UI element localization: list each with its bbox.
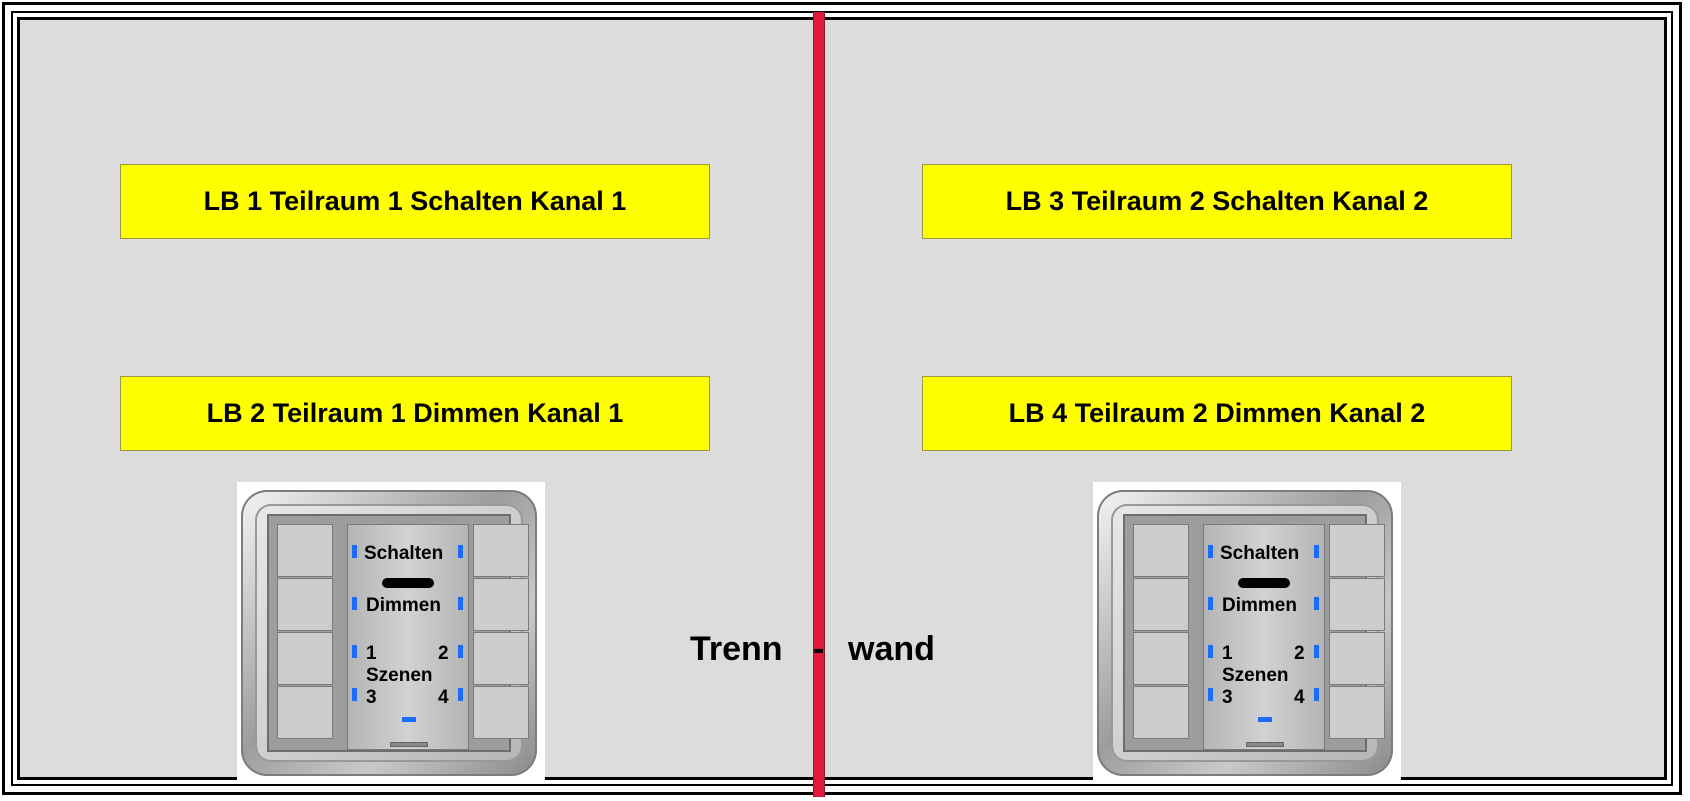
switch-center-panel: Schalten Dimmen 1 2 Szenen 3 4 — [347, 524, 469, 750]
switch-text-szenen: Szenen — [1222, 665, 1289, 686]
switch-text-dimmen: Dimmen — [366, 595, 441, 616]
ir-sensor-icon — [1238, 578, 1290, 588]
switch-key-right-3[interactable] — [1329, 632, 1385, 685]
led-icon — [352, 688, 357, 701]
led-icon — [458, 688, 463, 701]
push-button-switch-left: Schalten Dimmen 1 2 Szenen 3 4 — [237, 482, 545, 780]
switch-key-left-3[interactable] — [1133, 632, 1189, 685]
label-lb3-text: LB 3 Teilraum 2 Schalten Kanal 2 — [1005, 186, 1429, 216]
switch-text-2: 2 — [1294, 643, 1305, 664]
switch-frame: Schalten Dimmen 1 2 Szenen 3 4 — [241, 490, 537, 776]
label-lb3: LB 3 Teilraum 2 Schalten Kanal 2 — [922, 164, 1512, 239]
switch-ring: Schalten Dimmen 1 2 Szenen 3 4 — [255, 504, 529, 762]
push-button-switch-right: Schalten Dimmen 1 2 Szenen 3 4 — [1093, 482, 1401, 780]
switch-key-right-4[interactable] — [473, 686, 529, 739]
switch-key-right-1[interactable] — [1329, 524, 1385, 577]
label-lb4-text: LB 4 Teilraum 2 Dimmen Kanal 2 — [1008, 398, 1426, 428]
led-icon — [1208, 688, 1213, 701]
switch-text-schalten: Schalten — [364, 543, 444, 564]
led-icon — [1208, 645, 1213, 658]
wall-text-left: Trenn — [690, 630, 783, 668]
ir-sensor-icon — [382, 578, 434, 588]
switch-plate: Schalten Dimmen 1 2 Szenen 3 4 — [1123, 514, 1385, 752]
switch-frame: Schalten Dimmen 1 2 Szenen 3 4 — [1097, 490, 1393, 776]
switch-key-right-1[interactable] — [473, 524, 529, 577]
led-icon — [1314, 545, 1319, 558]
led-icon — [1258, 717, 1272, 722]
switch-text-2: 2 — [438, 643, 449, 664]
switch-key-left-1[interactable] — [277, 524, 333, 577]
switch-key-left-3[interactable] — [277, 632, 333, 685]
led-icon — [1314, 688, 1319, 701]
switch-text-schalten: Schalten — [1220, 543, 1300, 564]
led-icon — [1314, 597, 1319, 610]
switch-plate: Schalten Dimmen 1 2 Szenen 3 4 — [267, 514, 529, 752]
switch-key-right-2[interactable] — [473, 578, 529, 631]
led-icon — [352, 545, 357, 558]
switch-text-4: 4 — [438, 687, 449, 708]
switch-text-3: 3 — [1222, 687, 1233, 708]
wall-text-right: wand — [848, 630, 935, 668]
switch-key-left-1[interactable] — [1133, 524, 1189, 577]
switch-ring: Schalten Dimmen 1 2 Szenen 3 4 — [1111, 504, 1385, 762]
led-icon — [1314, 645, 1319, 658]
led-icon — [352, 645, 357, 658]
switch-key-left-2[interactable] — [277, 578, 333, 631]
led-icon — [402, 717, 416, 722]
switch-text-1: 1 — [366, 643, 377, 664]
switch-text-4: 4 — [1294, 687, 1305, 708]
switch-key-left-4[interactable] — [277, 686, 333, 739]
led-icon — [1208, 597, 1213, 610]
label-lb1-text: LB 1 Teilraum 1 Schalten Kanal 1 — [203, 186, 627, 216]
switch-key-right-4[interactable] — [1329, 686, 1385, 739]
led-icon — [458, 545, 463, 558]
label-lb4: LB 4 Teilraum 2 Dimmen Kanal 2 — [922, 376, 1512, 451]
switch-key-right-2[interactable] — [1329, 578, 1385, 631]
switch-notch — [390, 742, 428, 747]
led-icon — [352, 597, 357, 610]
led-icon — [458, 645, 463, 658]
label-lb2: LB 2 Teilraum 1 Dimmen Kanal 1 — [120, 376, 710, 451]
partition-wall-line — [813, 12, 825, 797]
switch-center-panel: Schalten Dimmen 1 2 Szenen 3 4 — [1203, 524, 1325, 750]
switch-notch — [1246, 742, 1284, 747]
switch-text-1: 1 — [1222, 643, 1233, 664]
led-icon — [458, 597, 463, 610]
led-icon — [1208, 545, 1213, 558]
switch-text-3: 3 — [366, 687, 377, 708]
switch-text-szenen: Szenen — [366, 665, 433, 686]
switch-key-right-3[interactable] — [473, 632, 529, 685]
switch-key-left-2[interactable] — [1133, 578, 1189, 631]
label-lb1: LB 1 Teilraum 1 Schalten Kanal 1 — [120, 164, 710, 239]
label-lb2-text: LB 2 Teilraum 1 Dimmen Kanal 1 — [206, 398, 624, 428]
switch-text-dimmen: Dimmen — [1222, 595, 1297, 616]
switch-key-left-4[interactable] — [1133, 686, 1189, 739]
wall-text-dash: - — [813, 630, 825, 668]
